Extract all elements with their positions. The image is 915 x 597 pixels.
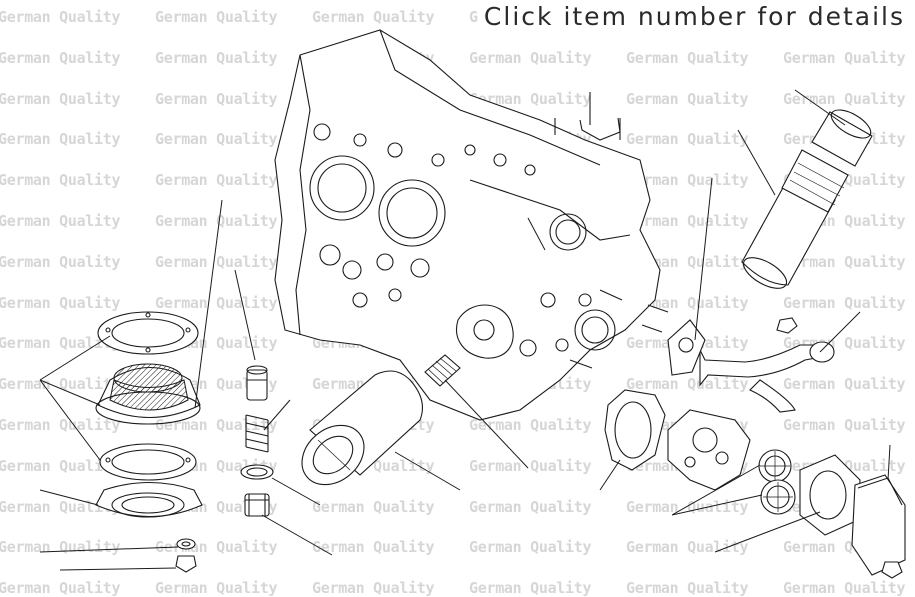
filler-tube-part[interactable] xyxy=(739,104,875,294)
leader-lines xyxy=(39,89,891,571)
oil-pump-cover-gasket-part[interactable] xyxy=(604,389,666,471)
plug-seal-ring-part[interactable] xyxy=(240,464,274,480)
diagram-canvas xyxy=(39,29,906,579)
oil-pump-gears-part[interactable] xyxy=(758,449,796,515)
oil-filter-part[interactable] xyxy=(290,370,423,497)
oil-strainer-screen-part[interactable] xyxy=(95,363,201,425)
relief-valve-spring-part[interactable] xyxy=(245,414,269,453)
oil-strainer-gasket-lower-part[interactable] xyxy=(99,443,197,481)
oil-strainer-cover-plate-part[interactable] xyxy=(95,481,203,518)
relief-valve-plug-part[interactable] xyxy=(244,493,270,517)
cover-nut-part[interactable] xyxy=(881,561,903,579)
click-item-number-header: Click item number for details xyxy=(477,2,905,31)
relief-valve-plunger-part[interactable] xyxy=(246,365,268,401)
oil-strainer-gasket-upper-part[interactable] xyxy=(97,311,199,355)
cap-nut-part[interactable] xyxy=(175,555,197,573)
breather-hose-fitting-part[interactable] xyxy=(699,317,835,413)
oil-pump-body-part[interactable] xyxy=(667,409,751,491)
crankcase-part[interactable] xyxy=(274,29,669,421)
oil-pump-cover-part[interactable] xyxy=(799,454,906,576)
washer-part[interactable] xyxy=(176,538,196,550)
filter-adapter-insert-part[interactable] xyxy=(424,354,461,387)
